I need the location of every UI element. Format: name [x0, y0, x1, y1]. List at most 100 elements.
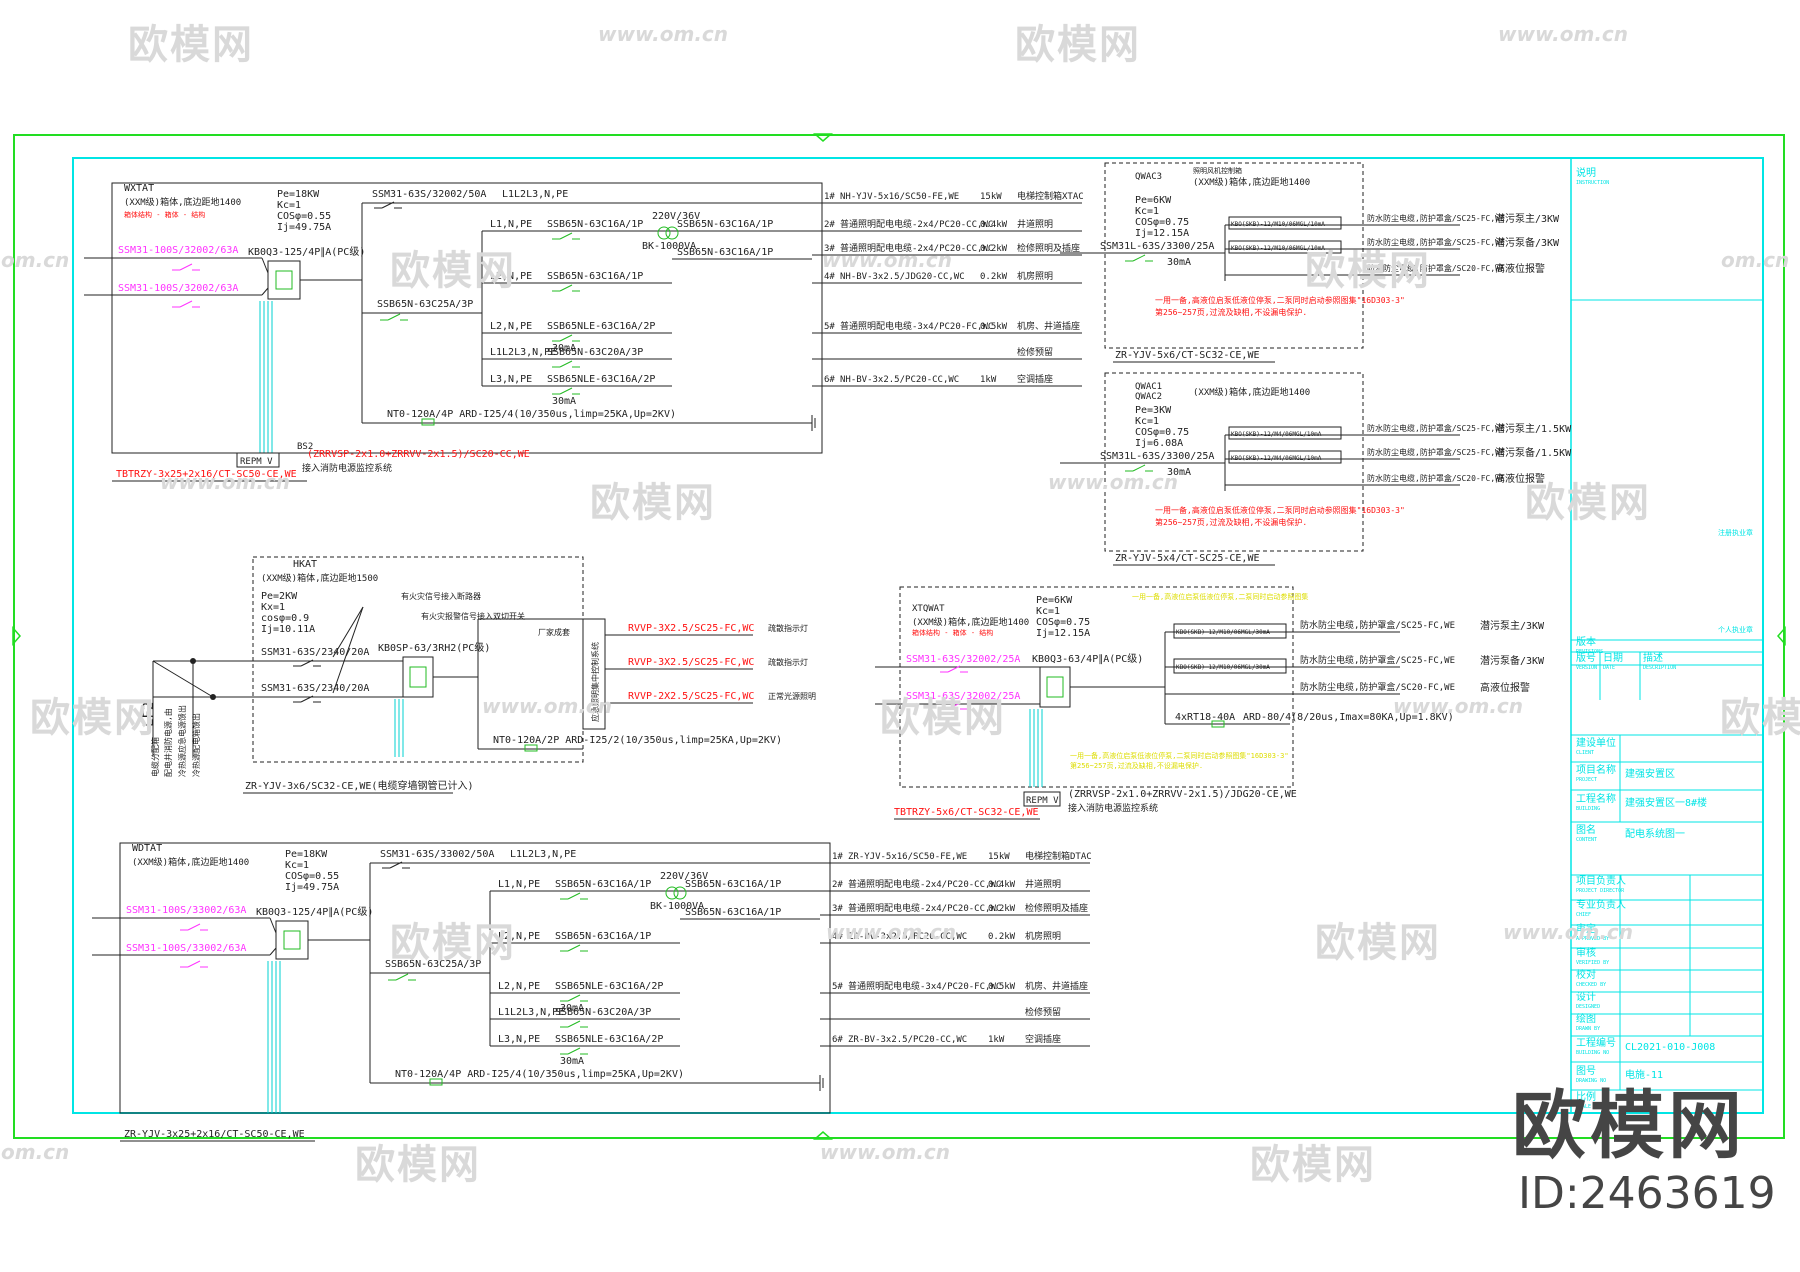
- circuit-kw: 0.2kW: [988, 932, 1016, 942]
- circuit-load: 潜污泵备/3KW: [1495, 236, 1560, 249]
- circuit-breaker-2: SSB65N-63C16A/1P: [685, 907, 781, 918]
- panel-param: Ij=49.75A: [285, 882, 339, 893]
- circuit-rcd: 30mA: [552, 343, 576, 354]
- bus-label: BS2: [297, 442, 313, 452]
- circuit-breaker: SSB65NLE-63C16A/2P: [555, 1034, 663, 1045]
- circuit-cable: RVVP-3X2.5/SC25-FC,WC: [628, 657, 754, 668]
- breaker-blade: [381, 201, 395, 209]
- main-breaker: SSM31-63S/32002/50A: [372, 189, 486, 200]
- circuit-phase: L2,N,PE: [498, 931, 540, 942]
- circuit-cable: 防水防尘电缆,防护罩盒/SC25-FC,WE: [1300, 654, 1455, 666]
- panel-title-note: 照明风机控制箱: [1193, 166, 1242, 175]
- surge-fuse: [1211, 720, 1225, 728]
- red-note: 一用一备,高液位启泵低液位停泵,二泵同时启动参照图集"16D303-3": [1155, 295, 1405, 305]
- circuit-kw: 0.2kW: [980, 244, 1008, 254]
- circuit-cable: 普通照明配电电缆-2x4/PC20-CC,WC: [840, 242, 993, 254]
- title-field-en: CHIEF: [1576, 912, 1591, 918]
- title-field-en: VERSION: [1576, 665, 1597, 671]
- main-breaker: SSM31-63S/33002/50A: [380, 849, 494, 860]
- circuit-breaker: SSB65N-63C16A/1P: [547, 219, 643, 230]
- circuit-breaker-2: SSB65N-63C16A/1P: [677, 219, 773, 230]
- circuit-cable: 防水防尘电缆,防护罩盒/SC25-FC,WE: [1367, 237, 1505, 247]
- surge-breaker: 4xRT18-40A: [1175, 712, 1235, 723]
- ats-contact: [1046, 676, 1064, 698]
- motor-protector: [1228, 426, 1342, 440]
- title-field-label: 版本: [1576, 635, 1596, 648]
- leader: [332, 606, 364, 694]
- circuit-cable: 普通照明配电电缆-3x4/PC20-FC,WC: [848, 980, 1001, 992]
- circuit-breaker: SSB65NLE-63C16A/2P: [547, 374, 655, 385]
- circuit-cable: ZR-BV-3x2.5/PC20-CC,WC: [848, 932, 967, 942]
- circuit-cable: 普通照明配电电缆-3x4/PC20-FC,WC: [840, 320, 993, 332]
- circuit-load: 潜污泵主/3KW: [1480, 619, 1545, 632]
- panel-rcd: 30mA: [1167, 467, 1191, 478]
- title-field-en: DRAWN BY: [1576, 1026, 1600, 1032]
- circuit-cable: 防水防尘电缆,防护罩盒/SC20-FC,WE: [1300, 681, 1455, 693]
- personal-stamp-note: 个人执业章: [1718, 625, 1753, 634]
- circuit-kw: 15kW: [980, 192, 1002, 202]
- breaker-blade: [395, 973, 409, 981]
- panel-note: 箱体结构 - 箱体 - 结构: [912, 628, 993, 637]
- circuit-no: 2#: [824, 220, 835, 230]
- circuit-no: 6#: [832, 1035, 843, 1045]
- circuit-use: 检修预留: [1025, 1006, 1061, 1018]
- left-center-marker: [12, 626, 21, 646]
- motor-protector: [1228, 240, 1342, 254]
- title-field-label: 审核: [1576, 946, 1596, 959]
- circuit-cable: ZR-YJV-5x16/SC50-FE,WE: [848, 852, 967, 862]
- circuit-load: 潜污泵备/3KW: [1480, 654, 1545, 667]
- title-field-en: BUILDING NO: [1576, 1050, 1609, 1056]
- panel-breaker: SSM31L-63S/3300/25A: [1100, 241, 1214, 252]
- circuit-breaker: SSB65NLE-63C16A/2P: [547, 321, 655, 332]
- breaker-blade: [179, 300, 193, 308]
- ats-contact: [283, 930, 301, 950]
- panel-param: COSφ=0.75: [1135, 427, 1189, 438]
- outer-frame: [13, 134, 1785, 1139]
- panel-param: Ij=49.75A: [277, 222, 331, 233]
- circuit-no: 5#: [832, 982, 843, 992]
- title-field-en: CONTENT: [1576, 837, 1597, 843]
- breaker-blade: [559, 387, 573, 395]
- circuit-use: 电梯控制箱XTAC: [1017, 190, 1084, 202]
- red-note: 一用一备,高液位启泵低液位停泵,二泵同时启动参照图集"16D303-3": [1155, 505, 1405, 515]
- stamp-note: 注册执业章: [1718, 528, 1753, 537]
- incomer-breaker: SSM31-100S/33002/63A: [126, 943, 246, 954]
- panel-name: HKAT: [293, 559, 317, 570]
- fire-note: 有火灾信号接入断路器: [401, 591, 481, 601]
- fire-cable: (ZRRVSP-2x1.0+ZRRVV-2x1.5)/SC20-CC,WE: [307, 449, 530, 460]
- panel-name: QWAC1: [1135, 382, 1162, 392]
- circuit-phase: L2,N,PE: [490, 321, 532, 332]
- breaker-blade: [567, 1047, 581, 1055]
- title-field-label: 版号: [1576, 651, 1596, 664]
- bottom-center-marker: [813, 1131, 833, 1140]
- red-note: 第256~257页,过流及缺相,不设漏电保护.: [1155, 517, 1307, 527]
- circuit-kw: 0.4kW: [988, 880, 1016, 890]
- circuit-rcd: 30mA: [552, 396, 576, 407]
- yellow-note: 第256~257页,过流及缺相,不设漏电保护.: [1070, 761, 1203, 770]
- title-field-label: 专业负责人: [1576, 898, 1626, 911]
- circuit-kw: 0.5kW: [980, 322, 1008, 332]
- circuit-load: 潜污泵主/1.5KW: [1495, 422, 1572, 435]
- panel-param: Ij=6.08A: [1135, 438, 1183, 449]
- panel-border: [252, 556, 584, 763]
- side-note: 冷热源应急电源馈出: [177, 705, 187, 777]
- breaker-blade: [387, 313, 401, 321]
- yellow-note: 一用一备,高液位启泵低液位停泵,二泵同时启动参照图集: [1132, 592, 1308, 601]
- title-field-label: 日期: [1603, 652, 1623, 664]
- incoming-cable: TBTRZY-5x6/CT-SC32-CE,WE: [894, 807, 1039, 818]
- surge-protector: NT0-120A/4P ARD-I25/4(10/350us,limp=25KA…: [387, 409, 676, 420]
- brand-id: ID:2463619: [1518, 1168, 1776, 1219]
- panel-name: XTQWAT: [912, 604, 945, 614]
- ats-box: [1039, 666, 1071, 708]
- panel-param: Pe=18KW: [277, 189, 320, 200]
- circuit-no: 1#: [832, 852, 843, 862]
- panel-param: Pe=18KW: [285, 849, 328, 860]
- side-label: LF2: [141, 702, 157, 727]
- panel-param: Kc=1: [1036, 606, 1060, 617]
- breaker-blade: [559, 284, 573, 292]
- circuit-cable: NH-BV-3x2.5/JDG20-CC,WC: [840, 272, 965, 282]
- title-field-en: APPROVED BY: [1576, 936, 1609, 942]
